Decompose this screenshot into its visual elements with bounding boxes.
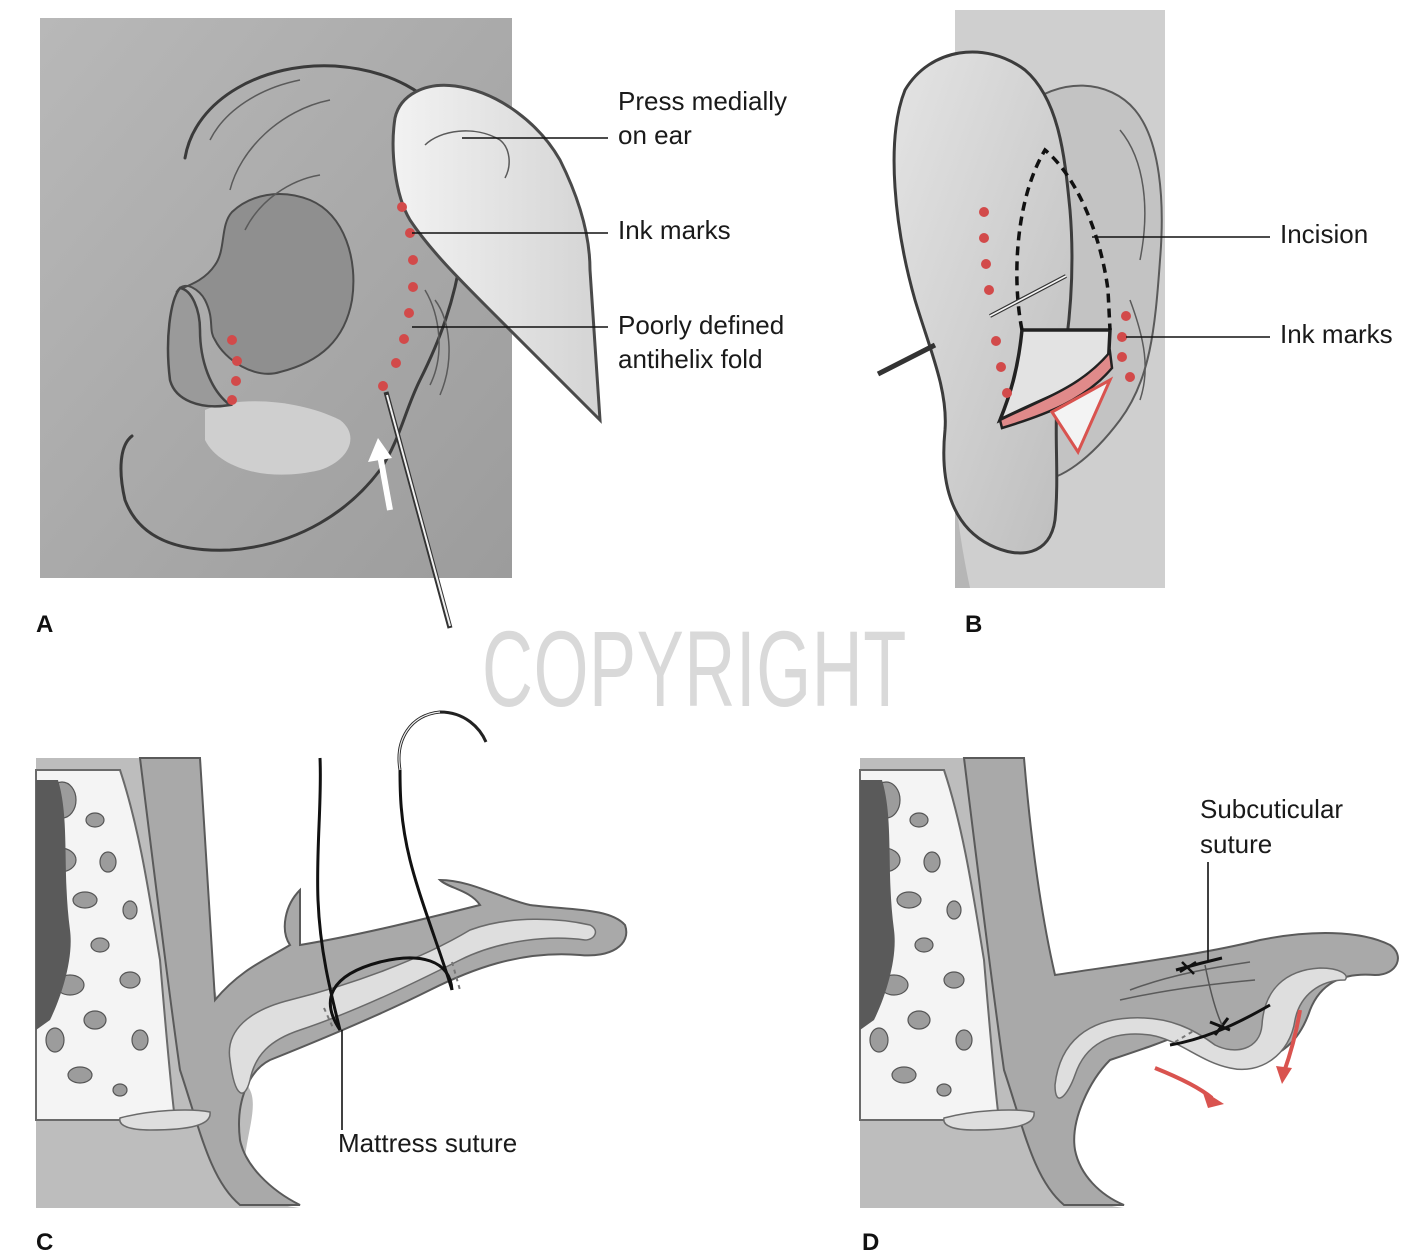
subcuticular-thread-d: [1204, 964, 1223, 1026]
flap-wedge: [1049, 376, 1114, 456]
label-antihelix-fold: Poorly defined antihelix fold: [618, 310, 791, 374]
cartilage-lower-c: [119, 1109, 211, 1131]
label-press-medially: Press medially on ear: [618, 86, 794, 150]
ear-back: [892, 50, 1074, 555]
fold-stripes-d-2: [1119, 979, 1256, 1001]
subcuticular-knot-d: [1179, 960, 1197, 975]
ear-back-crease: [1119, 129, 1146, 261]
ink-marks-a: [378, 202, 418, 391]
subcuticular-suture-d: [1175, 956, 1223, 972]
fold-lines-2: [424, 289, 440, 386]
incision-line: [1015, 147, 1112, 331]
panel-letter-c: C: [36, 1229, 53, 1256]
panel-c: Mattress suture C: [35, 710, 628, 1256]
copyright-watermark: COPYRIGHT: [482, 608, 907, 729]
ear-tragus: [166, 286, 234, 408]
cartilage-lower-d: [943, 1109, 1035, 1131]
ear-lobe: [205, 401, 351, 475]
antihelix-line: [229, 99, 331, 191]
flap-edge-red: [998, 348, 1114, 430]
mattress-suture-right: [398, 769, 454, 991]
panel-letter-b: B: [965, 611, 982, 638]
ink-marks-concha: [227, 335, 242, 405]
mattress-suture-loop: [329, 956, 454, 1031]
suture-needle-c-shine: [398, 711, 441, 771]
ink-marks-b-left: [979, 207, 1012, 398]
panel-a: Press medially on ear Ink marks Poorly d…: [36, 18, 794, 638]
label-ink-marks-a: Ink marks: [618, 215, 731, 245]
mastoid-dark-c: [36, 780, 71, 1030]
fold-arrow-right: [1282, 1009, 1302, 1073]
label-incision: Incision: [1280, 219, 1368, 249]
needle-b-shine: [989, 275, 1067, 317]
push-arrow: [377, 454, 393, 511]
antihelix-line-2: [244, 174, 321, 231]
push-arrow-head: [368, 438, 392, 462]
panel-b: Incision Ink marks B: [876, 10, 1393, 638]
panel-d: Subcuticular suture D: [859, 757, 1399, 1256]
label-ink-marks-b: Ink marks: [1280, 319, 1393, 349]
needle-b: [876, 342, 937, 377]
helix-rim-line: [209, 79, 301, 141]
cartilage-d: [1054, 967, 1347, 1099]
suture-through-c-2: [451, 961, 461, 991]
mattress-suture-knot-d: [1209, 1017, 1231, 1036]
fold-lines: [434, 299, 450, 396]
suture-needle-c: [397, 710, 488, 771]
label-mattress-suture: Mattress suture: [338, 1128, 517, 1158]
fold-arrow-left-head: [1202, 1090, 1224, 1108]
mastoid-dark-d: [860, 780, 895, 1030]
ear-concha: [175, 193, 355, 375]
fold-arrow-right-head: [1276, 1066, 1292, 1084]
panel-letter-d: D: [862, 1229, 879, 1256]
fold-stripes-d: [1129, 961, 1251, 991]
panel-letter-a: A: [36, 611, 53, 638]
ear-back-crease-2: [1129, 299, 1146, 401]
ear-helix: [119, 64, 469, 552]
needle-shine: [386, 394, 451, 627]
ink-marks-b-right: [1117, 311, 1135, 382]
suture-through-d: [1174, 1029, 1196, 1043]
finger: [391, 83, 602, 424]
fingernail-line: [424, 130, 510, 179]
label-subcuticular-suture: Subcuticular suture: [1200, 794, 1350, 859]
